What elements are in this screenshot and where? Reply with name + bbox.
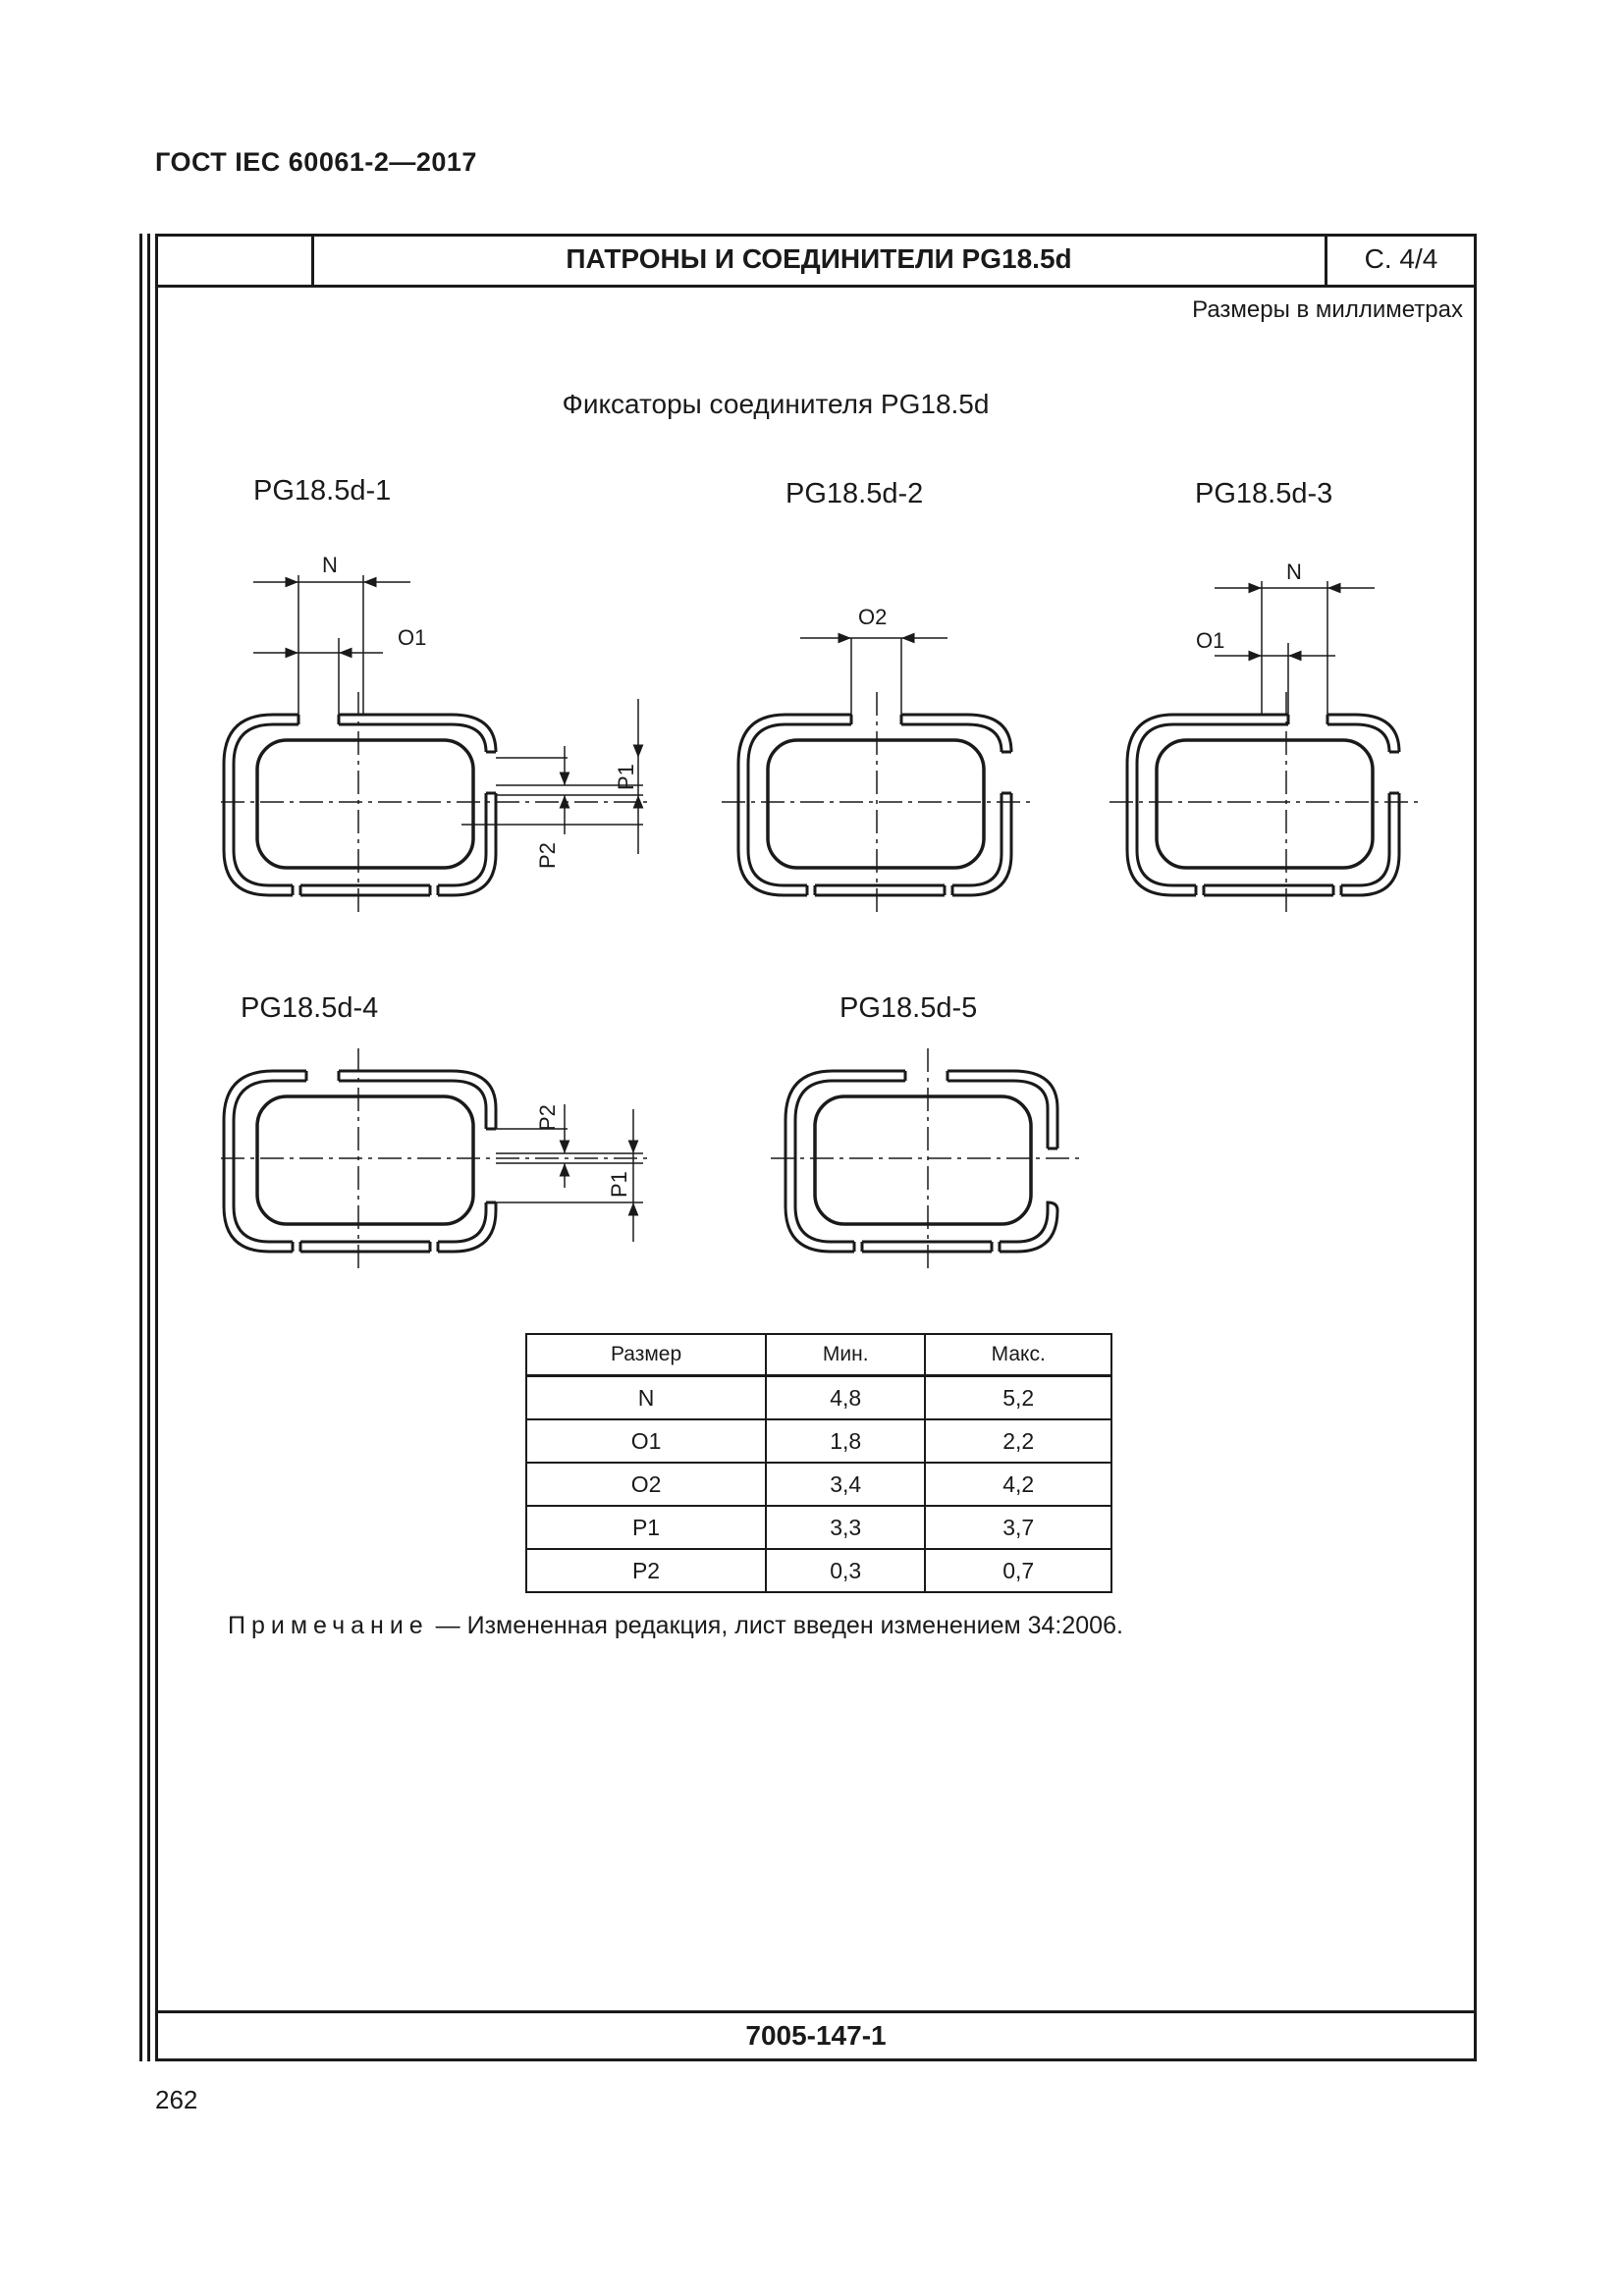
dim-label-n-1: N bbox=[322, 553, 338, 577]
units-note: Размеры в миллиметрах bbox=[1192, 296, 1463, 323]
variant-label-5: PG18.5d-5 bbox=[839, 992, 978, 1024]
table-header-row: Размер Мин. Макс. bbox=[524, 1333, 1112, 1377]
drawing-pg18-5d-4 bbox=[221, 1048, 648, 1274]
table-cell: 3,4 bbox=[765, 1462, 927, 1507]
note-dash: — bbox=[435, 1612, 460, 1639]
table-cell: O1 bbox=[524, 1418, 768, 1464]
table-cell: P2 bbox=[524, 1548, 768, 1593]
variant-label-1: PG18.5d-1 bbox=[253, 475, 392, 507]
table-header-cell: Размер bbox=[524, 1333, 768, 1377]
dimensions-table: Размер Мин. Макс. N 4,8 5,2 O1 1,8 2,2 O… bbox=[524, 1333, 1112, 1593]
dim-label-o1-3: O1 bbox=[1196, 628, 1224, 653]
table-cell: 0,7 bbox=[924, 1548, 1112, 1593]
table-cell: 1,8 bbox=[765, 1418, 927, 1464]
table-cell: 0,3 bbox=[765, 1548, 927, 1593]
sheet-footer-code: 7005-147-1 bbox=[745, 2020, 887, 2051]
dim-label-o2-2: O2 bbox=[858, 605, 887, 629]
note-label: Примечание bbox=[228, 1612, 429, 1639]
note-text: Измененная редакция, лист введен изменен… bbox=[466, 1612, 1123, 1639]
dim-label-p2-4: P2 bbox=[535, 1104, 560, 1131]
sheet-frame bbox=[155, 234, 1477, 2061]
drawing-pg18-5d-3 bbox=[1110, 581, 1424, 918]
table-cell: P1 bbox=[524, 1505, 768, 1550]
note: Примечание — Измененная редакция, лист в… bbox=[228, 1612, 1123, 1640]
table-header-cell: Макс. bbox=[924, 1333, 1112, 1377]
dim-label-p1-1: P1 bbox=[614, 764, 638, 790]
table-cell: N bbox=[524, 1374, 768, 1420]
table-cell: 3,3 bbox=[765, 1505, 927, 1550]
table-row: O1 1,8 2,2 bbox=[524, 1418, 1112, 1464]
drawing-pg18-5d-2 bbox=[722, 632, 1031, 918]
header-divider bbox=[155, 285, 1477, 288]
sheet-title: ПАТРОНЫ И СОЕДИНИТЕЛИ PG18.5d bbox=[566, 243, 1072, 274]
document-header: ГОСТ IEC 60061-2—2017 bbox=[155, 147, 477, 177]
table-cell: 4,8 bbox=[765, 1374, 927, 1420]
variant-label-2: PG18.5d-2 bbox=[785, 478, 924, 509]
page-number: 262 bbox=[155, 2085, 198, 2114]
drawing-pg18-5d-1 bbox=[221, 575, 648, 918]
table-row: N 4,8 5,2 bbox=[524, 1374, 1112, 1420]
header-cell-divider bbox=[311, 234, 314, 288]
dim-label-p2-1: P2 bbox=[535, 842, 560, 869]
dim-label-o1-1: O1 bbox=[398, 625, 426, 650]
binding-rule bbox=[147, 234, 150, 2061]
table-row: P1 3,3 3,7 bbox=[524, 1505, 1112, 1550]
header-cell-divider bbox=[1325, 234, 1327, 288]
table-cell: 3,7 bbox=[924, 1505, 1112, 1550]
drawing-pg18-5d-5 bbox=[771, 1048, 1080, 1274]
dim-label-n-3: N bbox=[1286, 560, 1302, 584]
sheet-number: С. 4/4 bbox=[1364, 243, 1438, 274]
table-cell: 4,2 bbox=[924, 1462, 1112, 1507]
variant-label-3: PG18.5d-3 bbox=[1195, 478, 1333, 509]
dim-label-p1-4: P1 bbox=[607, 1171, 631, 1198]
table-cell: 5,2 bbox=[924, 1374, 1112, 1420]
table-cell: O2 bbox=[524, 1462, 768, 1507]
variant-label-4: PG18.5d-4 bbox=[241, 992, 379, 1024]
table-row: O2 3,4 4,2 bbox=[524, 1462, 1112, 1507]
table-header-cell: Мин. bbox=[765, 1333, 927, 1377]
table-row: P2 0,3 0,7 bbox=[524, 1548, 1112, 1593]
figure-title: Фиксаторы соединителя PG18.5d bbox=[562, 389, 990, 419]
footer-divider bbox=[155, 2010, 1477, 2013]
table-cell: 2,2 bbox=[924, 1418, 1112, 1464]
binding-rule bbox=[139, 234, 142, 2061]
